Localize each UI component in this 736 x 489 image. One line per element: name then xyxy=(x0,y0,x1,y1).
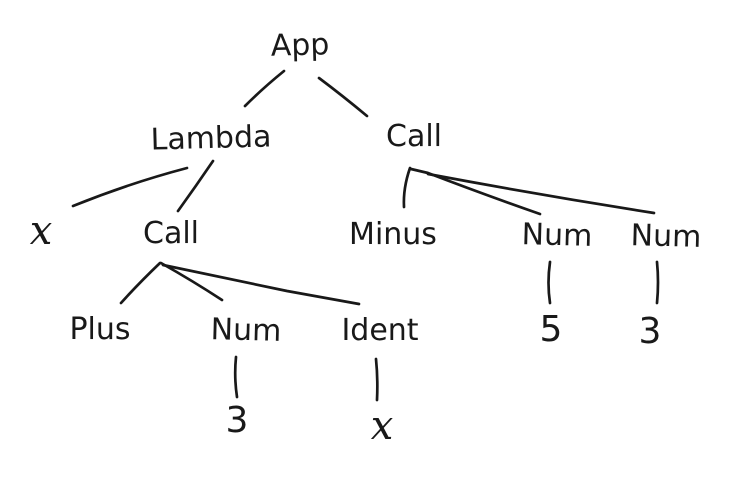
edge-call-left-ident xyxy=(161,263,361,306)
edge-lambda-x xyxy=(71,166,189,208)
edge-call-left-plus xyxy=(119,261,162,305)
node-num-right-value: 3 xyxy=(638,311,662,352)
edge-call-right-num-right xyxy=(426,172,656,215)
node-num-right: Num xyxy=(630,218,702,255)
node-num-mid-value: 5 xyxy=(539,309,563,350)
node-lambda: Lambda xyxy=(150,119,272,158)
edge-num-mid-value xyxy=(547,260,552,305)
edge-app-call-right xyxy=(317,76,369,118)
edge-num-left-value xyxy=(233,355,239,399)
node-ident: Ident xyxy=(341,313,419,348)
node-app: App xyxy=(270,27,330,64)
node-lambda-param-x: x xyxy=(29,208,53,254)
edge-call-right-minus xyxy=(402,166,412,209)
node-call-left: Call xyxy=(142,216,200,251)
node-call-right: Call xyxy=(385,119,443,154)
node-minus: Minus xyxy=(349,217,437,252)
edge-num-right-value xyxy=(655,260,660,305)
node-plus: Plus xyxy=(69,312,131,347)
node-num-mid: Num xyxy=(521,217,593,254)
edge-call-left-num xyxy=(159,261,224,302)
node-num-left: Num xyxy=(210,312,282,349)
edge-app-lambda xyxy=(243,69,286,108)
node-num-left-value: 3 xyxy=(225,400,249,441)
edge-lambda-call-left xyxy=(176,159,215,213)
node-ident-value-x: x xyxy=(370,403,394,449)
edge-ident-value xyxy=(374,357,379,402)
